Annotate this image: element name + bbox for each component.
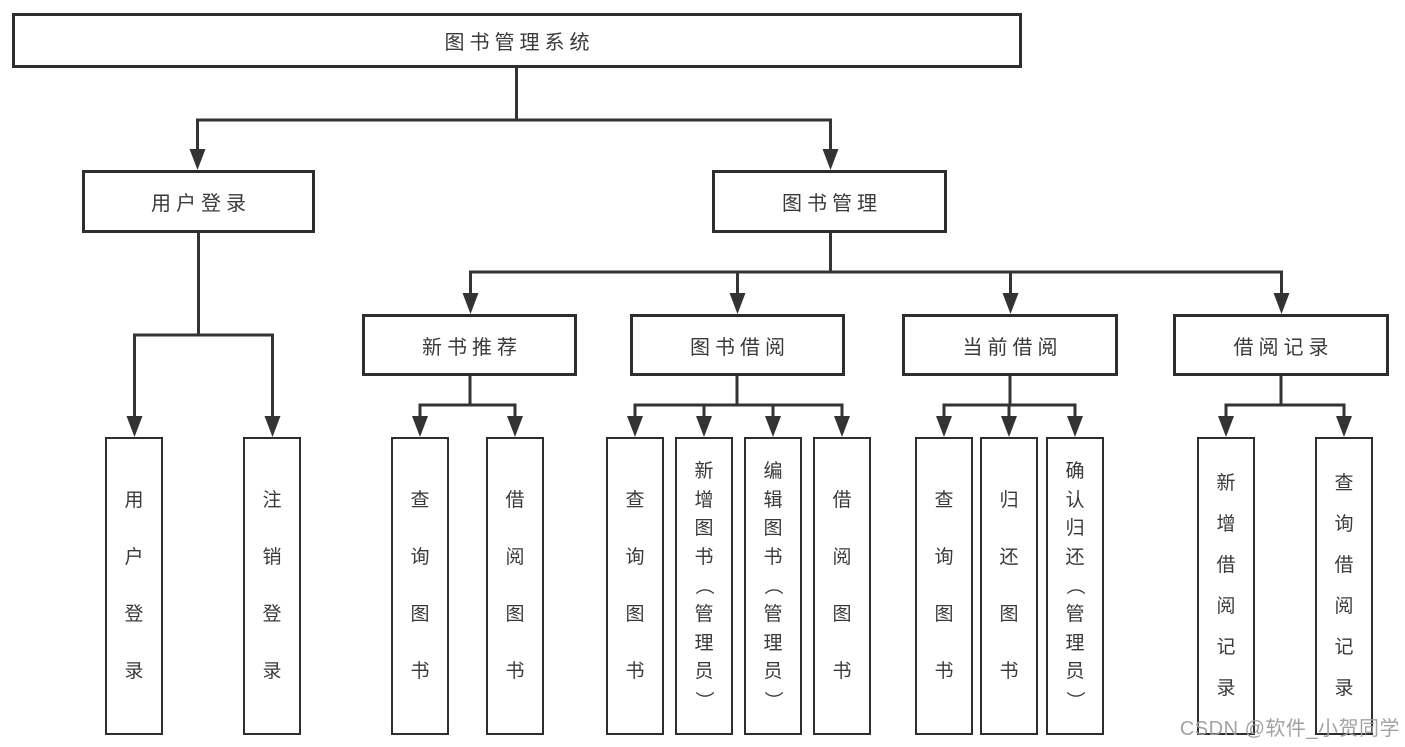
node-new-book-recommend: 新书推荐 <box>362 314 577 376</box>
leaf-label: 借阅图书 <box>832 489 852 683</box>
leaf-edit-books-admin: 编辑图书（管理员） <box>744 437 802 735</box>
node-label: 图书借阅 <box>690 336 790 359</box>
leaf-label: 新增借阅记录 <box>1216 473 1236 699</box>
leaf-return-books: 归还图书 <box>980 437 1038 735</box>
leaf-query-books-newbook: 查询图书 <box>391 437 449 735</box>
leaf-confirm-return-admin: 确认归还（管理员） <box>1046 437 1104 735</box>
leaf-label: 编辑图书（管理员） <box>762 460 784 711</box>
connector-root-to-level2 <box>189 68 839 170</box>
leaf-query-borrow-record: 查询借阅记录 <box>1315 437 1373 735</box>
node-label: 借阅记录 <box>1233 336 1334 359</box>
leaf-label: 归还图书 <box>999 489 1019 683</box>
node-borrow-records: 借阅记录 <box>1173 314 1389 376</box>
node-label: 新书推荐 <box>422 336 522 359</box>
leaf-add-borrow-record: 新增借阅记录 <box>1197 437 1255 735</box>
connector-user-login-to-leaves <box>126 233 281 437</box>
connector-new-book-recommend-to-leaves <box>412 376 523 437</box>
csdn-watermark: CSDN @软件_小贺同学 <box>1179 718 1400 740</box>
leaf-add-books-admin: 新增图书（管理员） <box>675 437 733 735</box>
leaf-label: 注销登录 <box>262 489 282 683</box>
leaf-borrow-books-newbook: 借阅图书 <box>486 437 544 735</box>
node-user-login: 用户登录 <box>82 170 315 233</box>
node-label: 图书管理 <box>782 193 882 215</box>
node-current-borrow: 当前借阅 <box>902 314 1118 376</box>
leaf-query-books-current: 查询图书 <box>915 437 973 735</box>
leaf-label: 新增图书（管理员） <box>693 460 715 711</box>
connector-borrow-records-to-leaves <box>1218 376 1352 437</box>
connector-book-management-to-level3 <box>462 233 1290 314</box>
leaf-label: 查询图书 <box>625 489 645 683</box>
node-label: 当前借阅 <box>962 336 1063 359</box>
leaf-label: 查询图书 <box>410 489 430 683</box>
leaf-user-login: 用户登录 <box>105 437 163 735</box>
node-label: 用户登录 <box>151 193 251 215</box>
leaf-borrow-books: 借阅图书 <box>813 437 871 735</box>
leaf-logout-login: 注销登录 <box>243 437 301 735</box>
leaf-query-books-borrow: 查询图书 <box>606 437 664 735</box>
node-book-borrow: 图书借阅 <box>630 314 845 376</box>
leaf-label: 用户登录 <box>124 489 144 683</box>
node-library-management-system: 图书管理系统 <box>12 13 1022 68</box>
leaf-label: 查询借阅记录 <box>1334 473 1354 699</box>
node-book-management: 图书管理 <box>712 170 947 233</box>
leaf-label: 借阅图书 <box>505 489 525 683</box>
node-label: 图书管理系统 <box>444 32 595 54</box>
connector-book-borrow-to-leaves <box>627 376 850 437</box>
connector-current-borrow-to-leaves <box>936 376 1083 437</box>
leaf-label: 查询图书 <box>934 489 954 683</box>
leaf-label: 确认归还（管理员） <box>1064 460 1086 711</box>
